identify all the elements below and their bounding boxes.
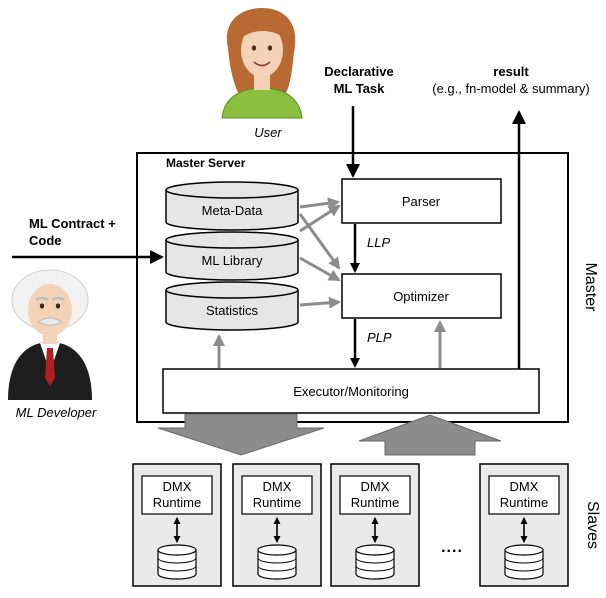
dmx-runtime-box bbox=[488, 475, 560, 515]
developer-label: ML Developer bbox=[16, 405, 97, 420]
runtime-label: Runtime bbox=[351, 495, 399, 510]
runtime-label: Runtime bbox=[253, 495, 301, 510]
runtime-label: Runtime bbox=[153, 495, 201, 510]
user-label: User bbox=[254, 125, 282, 140]
task-label-line2: ML Task bbox=[334, 81, 386, 96]
dmx-runtime-box bbox=[241, 475, 313, 515]
database-icon bbox=[157, 544, 197, 580]
ml-library-store: ML Library bbox=[165, 231, 299, 281]
ml-library-label: ML Library bbox=[202, 253, 263, 268]
slaves-to-master-arrow bbox=[358, 414, 502, 456]
statistics-store: Statistics bbox=[165, 281, 299, 331]
executor-label: Executor/Monitoring bbox=[293, 384, 409, 399]
library-to-optimizer-arrow bbox=[299, 256, 341, 282]
result-label-line1: result bbox=[493, 64, 529, 79]
dmx-runtime-box bbox=[141, 475, 213, 515]
slaves-side-label: Slaves bbox=[584, 501, 601, 549]
dmx-label: DMX bbox=[510, 479, 539, 494]
library-to-parser-arrow bbox=[299, 204, 341, 233]
runtime-label: Runtime bbox=[500, 495, 548, 510]
dmx-label: DMX bbox=[263, 479, 292, 494]
dmx-label: DMX bbox=[163, 479, 192, 494]
meta-data-label: Meta-Data bbox=[202, 203, 263, 218]
master-server-title: Master Server bbox=[166, 156, 246, 170]
result-label-line2: (e.g., fn-model & summary) bbox=[432, 81, 590, 96]
contract-label-line2: Code bbox=[29, 233, 62, 248]
contract-label-line1: ML Contract + bbox=[29, 216, 116, 231]
developer-avatar-icon bbox=[8, 269, 92, 400]
optimizer-box bbox=[341, 273, 502, 319]
slaves-ellipsis: .... bbox=[441, 539, 463, 556]
optimizer-label: Optimizer bbox=[393, 289, 449, 304]
dmx-label: DMX bbox=[361, 479, 390, 494]
master-side-label: Master bbox=[582, 263, 599, 313]
stats-to-optimizer-arrow bbox=[299, 296, 341, 309]
llp-label: LLP bbox=[367, 235, 390, 250]
meta-to-parser-arrow bbox=[299, 197, 340, 210]
database-icon bbox=[504, 544, 544, 580]
plp-label: PLP bbox=[367, 330, 392, 345]
user-avatar-icon bbox=[221, 8, 303, 119]
task-label-line1: Declarative bbox=[324, 64, 393, 79]
meta-to-optimizer-arrow bbox=[298, 213, 341, 270]
parser-label: Parser bbox=[402, 194, 441, 209]
statistics-label: Statistics bbox=[206, 303, 259, 318]
dmx-runtime-box bbox=[339, 475, 411, 515]
executor-box bbox=[162, 368, 540, 414]
database-icon bbox=[257, 544, 297, 580]
gray-arrows bbox=[213, 197, 446, 368]
database-icon bbox=[355, 544, 395, 580]
master-to-slaves-arrow bbox=[157, 413, 325, 456]
meta-data-store: Meta-Data bbox=[165, 181, 299, 231]
parser-box bbox=[341, 178, 502, 224]
